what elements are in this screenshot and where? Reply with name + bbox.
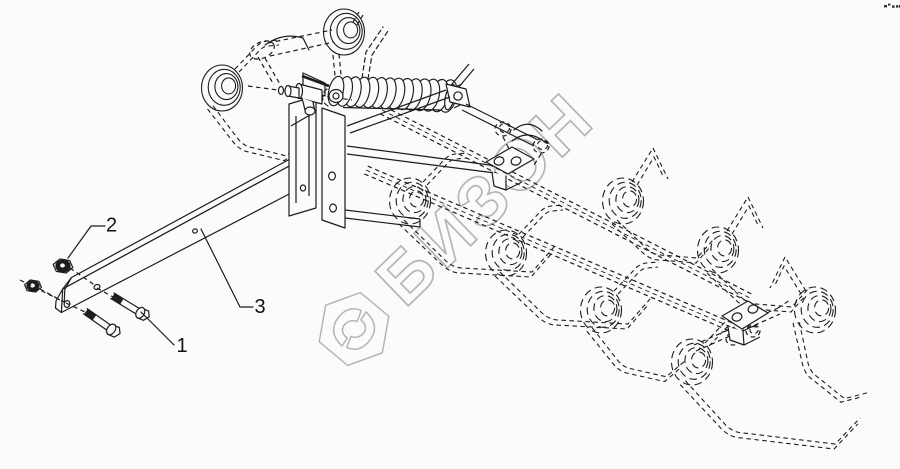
svg-text:2: 2 <box>106 215 117 237</box>
svg-text:3: 3 <box>255 296 266 318</box>
svg-text:1: 1 <box>177 335 188 357</box>
